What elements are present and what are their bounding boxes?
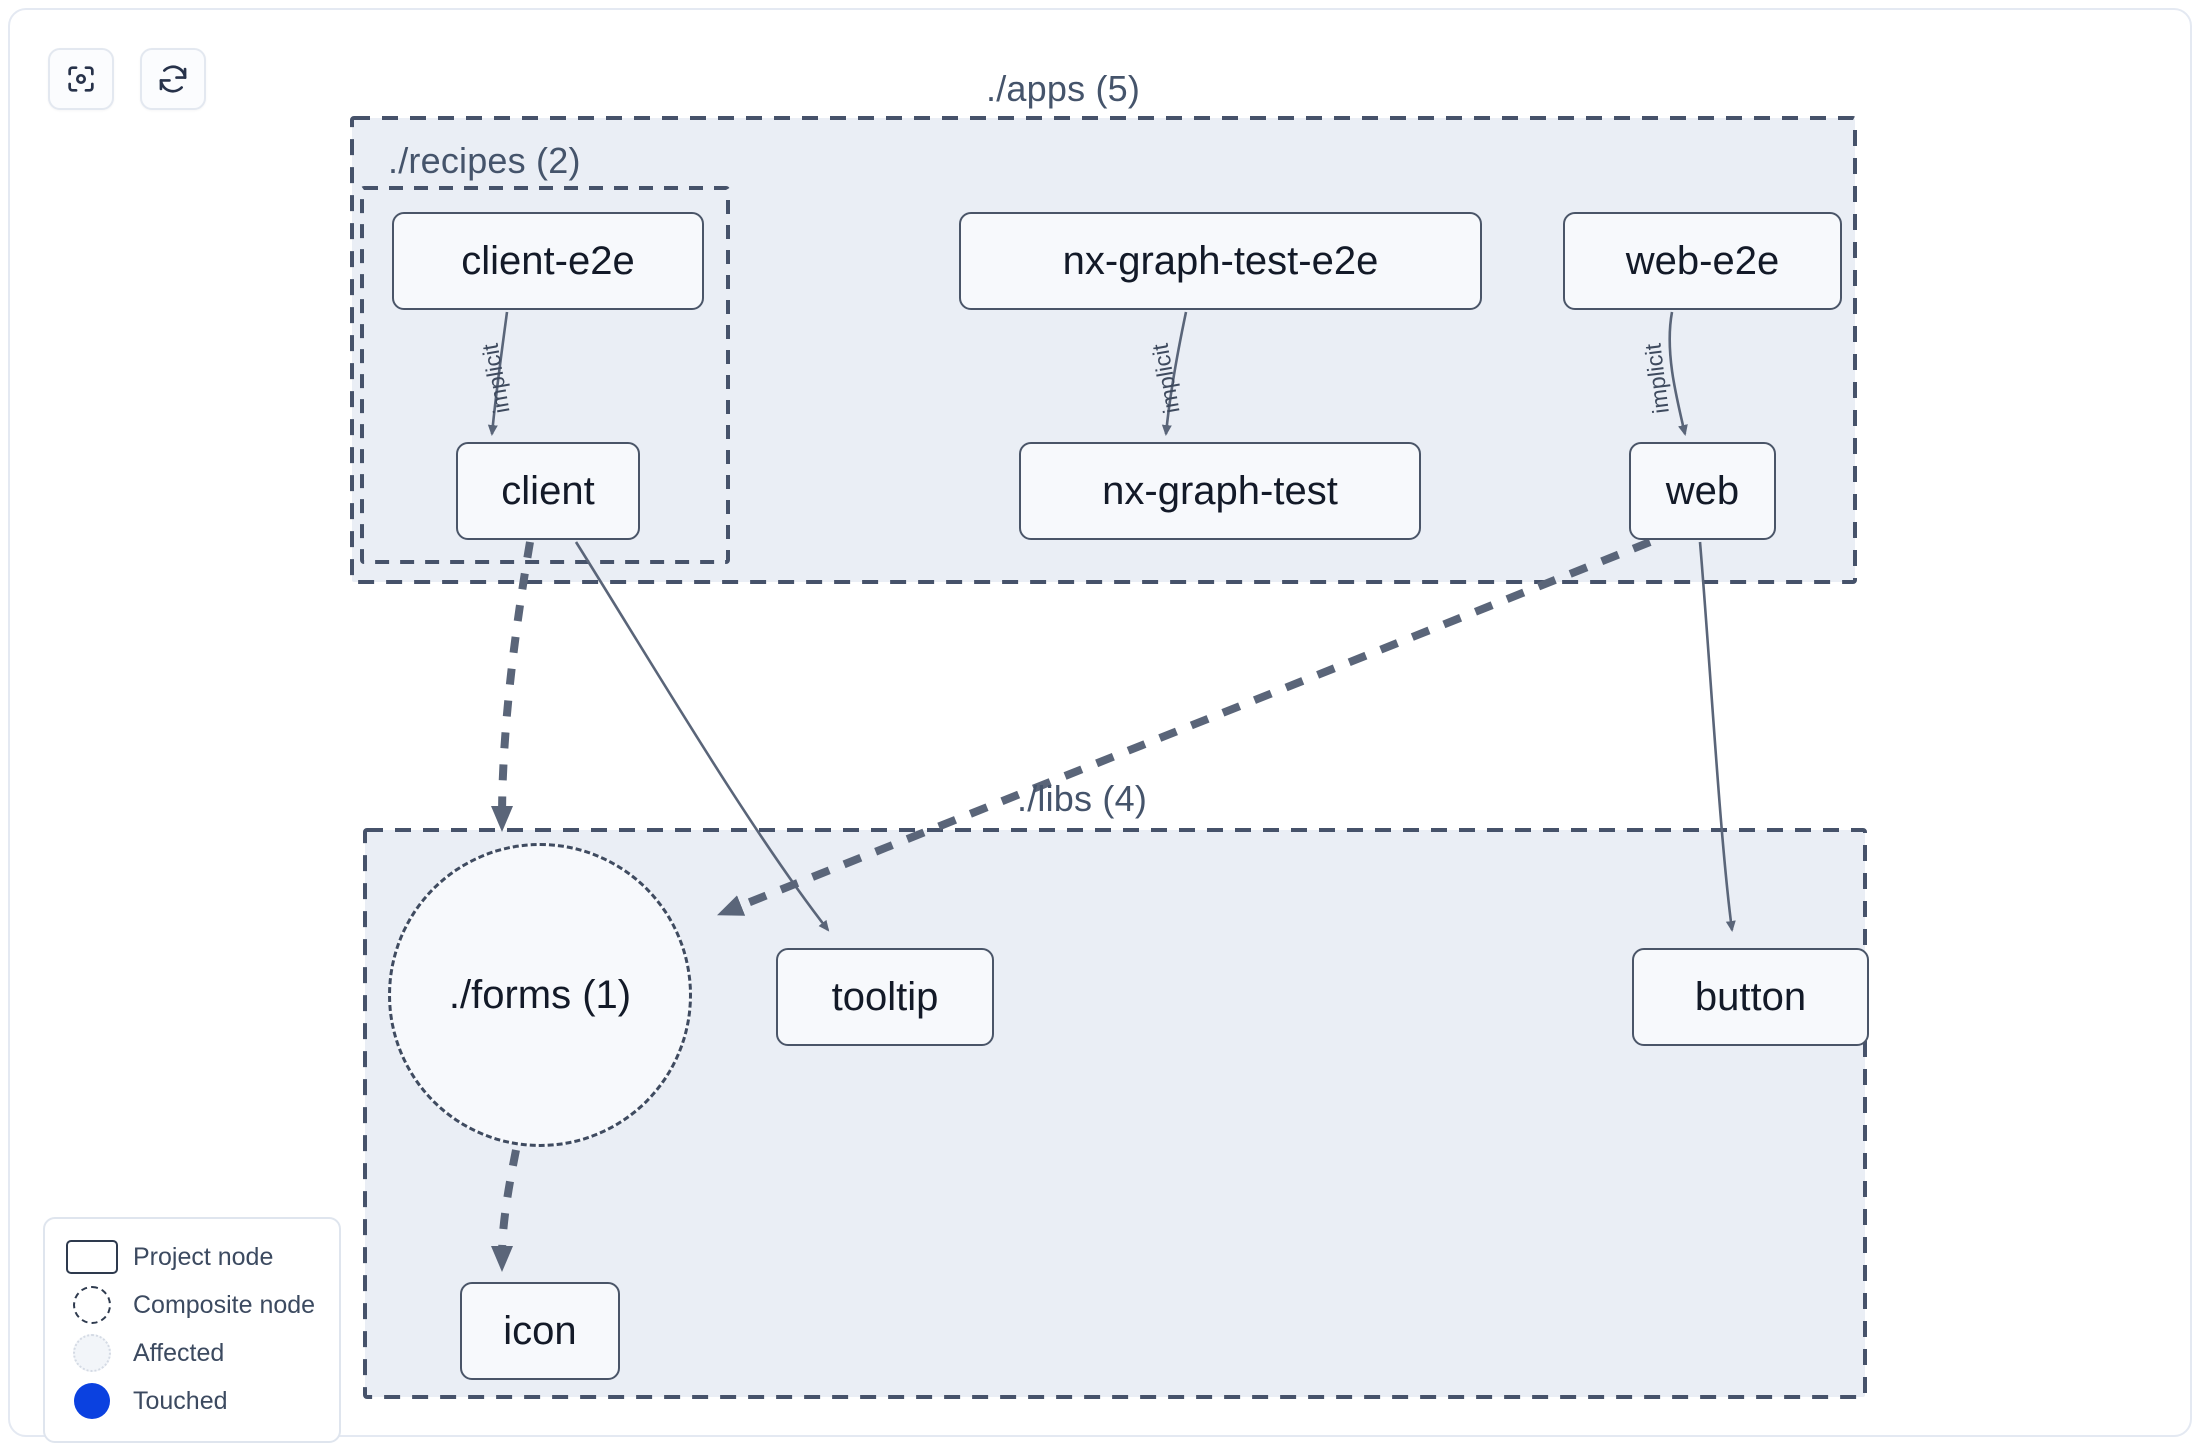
node-web-e2e[interactable]: web-e2e [1563, 212, 1842, 310]
node-nx-graph-test-e2e[interactable]: nx-graph-test-e2e [959, 212, 1482, 310]
focus-target-icon [64, 62, 98, 96]
node-label: icon [503, 1309, 577, 1353]
graph-panel: ./apps (5) ./recipes (2) ./libs (4) clie… [8, 8, 2192, 1443]
graph-legend: Project node Composite node Affected Tou… [43, 1217, 341, 1443]
legend-label: Affected [133, 1338, 225, 1367]
node-client-e2e[interactable]: client-e2e [392, 212, 704, 310]
group-libs[interactable] [363, 828, 1867, 1399]
node-label: nx-graph-test [1102, 469, 1338, 513]
node-forms-composite[interactable]: ./forms (1) [388, 843, 692, 1147]
legend-label: Touched [133, 1386, 228, 1415]
node-client[interactable]: client [456, 442, 640, 540]
edge-web-e2e-to-web[interactable] [1668, 311, 1688, 436]
legend-item-affected: Affected [61, 1329, 323, 1377]
edge-forms-to-icon[interactable] [491, 1149, 520, 1272]
touched-swatch [61, 1383, 123, 1419]
project-node-swatch [61, 1240, 123, 1274]
edge-web-to-forms[interactable] [717, 538, 1652, 916]
group-label-apps: ./apps (5) [986, 68, 1141, 109]
affected-swatch [61, 1334, 123, 1372]
edge-client-to-forms[interactable] [491, 541, 534, 832]
group-label-recipes: ./recipes (2) [388, 140, 581, 181]
node-label: client-e2e [461, 239, 635, 283]
refresh-graph-button[interactable] [140, 48, 206, 110]
edge-nxgte2e-to-nxgt[interactable] [1161, 311, 1188, 436]
refresh-icon [156, 62, 190, 96]
node-button[interactable]: button [1632, 948, 1869, 1046]
node-label: web [1665, 469, 1740, 513]
node-label: web-e2e [1625, 239, 1780, 283]
graph-toolbar [48, 48, 206, 110]
group-label-libs: ./libs (4) [1017, 778, 1148, 819]
edge-web-to-button[interactable] [1698, 541, 1736, 932]
composite-node-swatch [61, 1286, 123, 1324]
focus-graph-button[interactable] [48, 48, 114, 110]
legend-label: Project node [133, 1242, 274, 1271]
node-label: tooltip [831, 975, 939, 1019]
node-nx-graph-test[interactable]: nx-graph-test [1019, 442, 1421, 540]
edge-client-e2e-to-client[interactable] [487, 311, 509, 436]
node-label: button [1694, 975, 1807, 1019]
node-label: client [501, 469, 595, 513]
node-icon[interactable]: icon [460, 1282, 620, 1380]
node-tooltip[interactable]: tooltip [776, 948, 994, 1046]
group-libs-box[interactable] [363, 828, 1867, 1399]
legend-item-touched: Touched [61, 1377, 323, 1425]
node-web[interactable]: web [1629, 442, 1776, 540]
legend-label: Composite node [133, 1290, 316, 1319]
legend-item-composite-node: Composite node [61, 1281, 323, 1329]
node-label: nx-graph-test-e2e [1062, 239, 1379, 283]
legend-item-project-node: Project node [61, 1233, 323, 1281]
node-label: ./forms (1) [448, 973, 632, 1017]
